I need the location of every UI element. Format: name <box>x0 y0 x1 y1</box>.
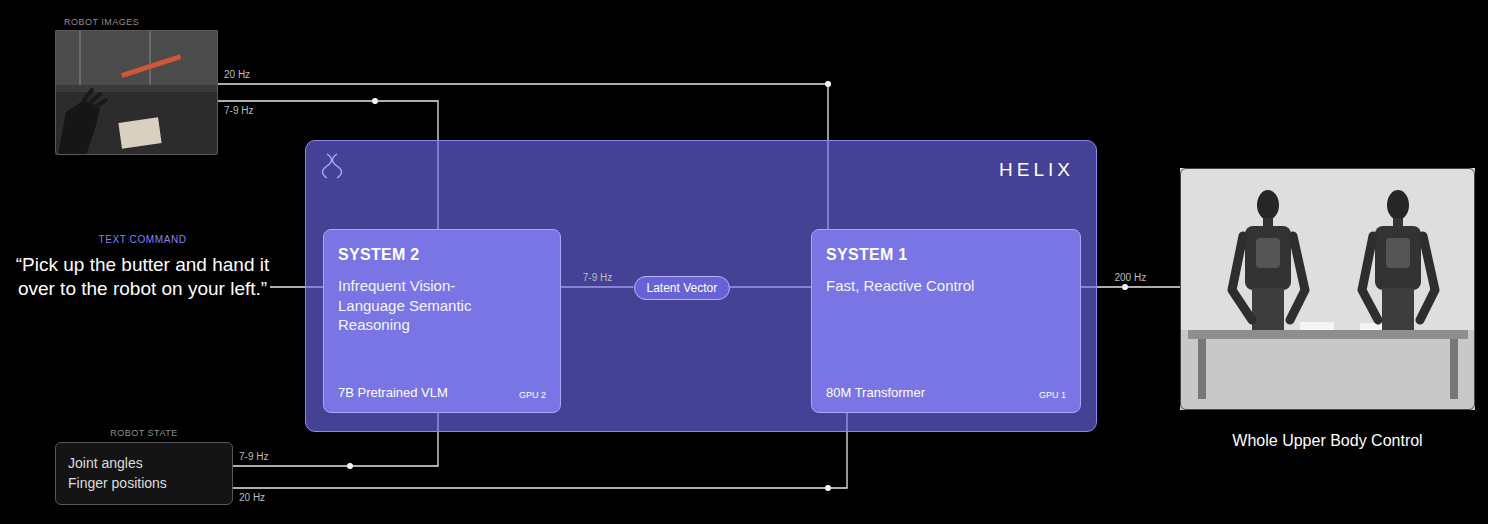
text-command: TEXT COMMAND “Pick up the butter and hand… <box>15 234 270 301</box>
camera-detail <box>149 30 151 85</box>
robot-arm <box>1362 236 1378 320</box>
photo-table <box>1188 330 1468 339</box>
gpu-tag: GPU 2 <box>519 390 546 400</box>
panel-title: HELIX <box>999 159 1074 181</box>
robot-base <box>1252 288 1284 330</box>
command-quote: “Pick up the butter and hand it over to … <box>15 253 270 301</box>
robot-state: ROBOT STATEJoint anglesFinger positions <box>55 424 233 505</box>
image-caption: Whole Upper Body Control <box>1180 432 1475 450</box>
photo-floor <box>1180 330 1475 410</box>
process-box: SYSTEM 1 Fast, Reactive Control 80M Transf… <box>811 229 1081 413</box>
robot-arm <box>1290 236 1305 320</box>
camera-object <box>118 117 161 148</box>
box-footer: 7B Pretrained VLM GPU 2 <box>338 375 546 400</box>
frequency-label: 200 Hz <box>1115 272 1147 284</box>
image-frame <box>55 30 218 155</box>
state-box: Joint anglesFinger positions <box>55 442 233 505</box>
image-heading: ROBOT IMAGES <box>55 14 218 30</box>
photo-table-leg <box>1198 339 1206 399</box>
box-title: SYSTEM 2 <box>338 246 546 264</box>
camera-table <box>55 92 218 155</box>
photo-object <box>1300 322 1334 330</box>
system-panel: HELIX SYSTEM 2 Infrequent Vision-Language … <box>305 140 1097 432</box>
camera-object <box>121 54 182 78</box>
output-photo <box>1180 168 1475 410</box>
frequency-label: 7-9 Hz <box>224 105 253 117</box>
process-box: SYSTEM 2 Infrequent Vision-Language Seman… <box>323 229 561 413</box>
photo-table-leg <box>1450 339 1458 399</box>
box-title: SYSTEM 1 <box>826 246 1066 264</box>
box-description: Fast, Reactive Control <box>826 276 1006 296</box>
box-description: Infrequent Vision-Language Semantic Reas… <box>338 276 518 335</box>
frequency-label: 7-9 Hz <box>239 451 268 463</box>
latent-pill: Latent Vector <box>634 276 731 300</box>
robot-head <box>1257 190 1279 220</box>
input-image: ROBOT IMAGES <box>55 14 218 155</box>
frequency-label: 7-9 Hz <box>583 272 612 284</box>
camera-image <box>55 30 218 155</box>
robot-arm <box>1420 236 1435 320</box>
model-size: 7B Pretrained VLM <box>338 385 448 400</box>
robot-chest <box>1386 238 1410 268</box>
camera-background <box>55 30 218 85</box>
state-item: Joint angles <box>68 453 220 473</box>
robot-chest <box>1256 238 1280 268</box>
frequency-label: 20 Hz <box>239 492 265 504</box>
pill-label: Latent Vector <box>647 281 718 295</box>
input-heading: TEXT COMMAND <box>15 234 270 245</box>
camera-detail <box>79 30 81 85</box>
robot-torso <box>1245 226 1291 290</box>
frequency-label: 20 Hz <box>224 69 250 81</box>
robot-fingers <box>84 90 106 107</box>
gpu-tag: GPU 1 <box>1039 390 1066 400</box>
box-footer: 80M Transformer GPU 1 <box>826 375 1066 400</box>
image-frame <box>1180 168 1475 410</box>
model-size: 80M Transformer <box>826 385 925 400</box>
robot-base <box>1382 288 1414 330</box>
output-image: Whole Upper Body Control <box>1180 168 1475 450</box>
robot-arm <box>1232 236 1252 320</box>
state-item: Finger positions <box>68 473 220 493</box>
robot-head <box>1387 190 1409 220</box>
input-heading: ROBOT STATE <box>55 424 233 442</box>
robot-torso <box>1375 226 1421 290</box>
